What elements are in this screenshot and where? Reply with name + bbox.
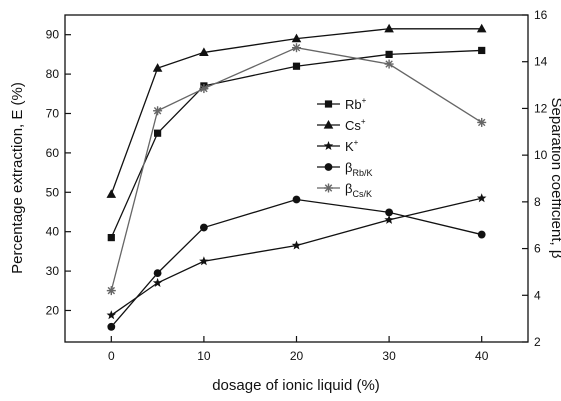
data-point-series-1 <box>292 62 301 70</box>
data-point-series-4 <box>107 322 116 331</box>
legend-label: K+ <box>345 138 359 154</box>
legend-marker <box>324 183 333 193</box>
asterisk-stroke <box>153 107 162 115</box>
data-point-series-1 <box>107 233 115 242</box>
data-point-series-3 <box>152 277 163 287</box>
y-right-tick-label: 4 <box>534 288 541 302</box>
legend-label: Cs+ <box>345 117 366 133</box>
legend-marker <box>323 141 334 151</box>
data-point-series-2 <box>476 23 487 33</box>
series-line-1 <box>110 49 482 238</box>
x-axis-label: dosage of ionic liquid (%) <box>212 377 380 394</box>
data-point-series-4 <box>385 208 393 217</box>
data-point-series-2 <box>384 23 394 33</box>
data-point-series-2 <box>106 189 117 198</box>
legend-label: Rb+ <box>345 96 367 112</box>
asterisk-stroke <box>292 43 301 52</box>
series-line-5 <box>110 47 483 291</box>
series-line-3 <box>110 197 482 316</box>
legend-marker <box>324 163 333 171</box>
y-left-tick-label: 80 <box>46 67 60 81</box>
data-point-series-2 <box>152 63 163 72</box>
data-point-series-4 <box>292 195 301 204</box>
y-axis-right-label: Separation coefficient, β <box>548 98 561 259</box>
y-left-tick-label: 50 <box>46 185 60 199</box>
y-right-tick-label: 10 <box>534 148 548 162</box>
asterisk-stroke <box>107 286 116 295</box>
asterisk-stroke <box>200 84 208 93</box>
y-left-tick-label: 30 <box>46 264 60 278</box>
y-left-tick-label: 40 <box>46 225 60 239</box>
data-point-series-2 <box>199 47 209 57</box>
x-tick-label: 0 <box>108 349 115 363</box>
data-point-series-1 <box>478 46 486 55</box>
data-point-series-5 <box>106 286 116 296</box>
x-tick-label: 20 <box>290 349 304 363</box>
y-right-tick-label: 2 <box>534 335 541 349</box>
y-right-tick-label: 6 <box>534 242 541 256</box>
data-point-series-1 <box>154 129 162 137</box>
y-right-tick-label: 12 <box>534 101 548 115</box>
data-point-series-3 <box>291 240 302 250</box>
y-axis-left-label: Percentage extraction, E (%) <box>9 82 26 274</box>
legend-marker <box>323 120 334 129</box>
x-tick-label: 10 <box>197 349 211 363</box>
series-line-2 <box>110 28 482 195</box>
data-point-series-5 <box>199 84 209 94</box>
data-point-series-5 <box>384 59 394 69</box>
legend-marker <box>324 100 333 108</box>
x-tick-label: 30 <box>382 349 396 363</box>
data-point-series-3 <box>384 214 394 224</box>
data-point-series-5 <box>292 43 301 53</box>
data-point-series-5 <box>153 106 163 116</box>
data-point-series-4 <box>153 269 162 277</box>
y-right-tick-label: 14 <box>534 55 548 69</box>
y-left-tick-label: 20 <box>46 303 60 317</box>
asterisk-stroke <box>385 60 393 68</box>
asterisk-stroke <box>324 184 333 192</box>
x-tick-label: 40 <box>475 349 489 363</box>
data-point-series-3 <box>476 193 487 203</box>
y-right-tick-label: 16 <box>534 8 548 22</box>
data-point-series-3 <box>106 310 117 320</box>
legend-label: βCs/K <box>345 181 372 199</box>
data-point-series-4 <box>200 223 208 232</box>
y-right-tick-label: 8 <box>534 195 541 209</box>
y-left-tick-label: 90 <box>46 28 60 42</box>
y-left-tick-label: 60 <box>46 146 60 160</box>
ticks-layer: 0 10 20 30 40 20 30 40 50 60 70 80 90 2 4 6 8 10 12 14 16 <box>46 8 548 363</box>
data-point-series-1 <box>385 50 393 58</box>
data-point-series-5 <box>477 117 487 127</box>
data-point-series-3 <box>199 256 209 266</box>
legend-label: βRb/K <box>345 160 373 178</box>
series-line-4 <box>110 198 482 328</box>
data-point-series-4 <box>477 230 486 239</box>
legend: Rb+ Cs+ K+ βRb/K βCs/K <box>317 96 373 199</box>
asterisk-stroke <box>477 118 486 127</box>
series-layer <box>106 23 487 331</box>
y-left-tick-label: 70 <box>46 106 60 120</box>
data-point-series-2 <box>291 33 302 43</box>
